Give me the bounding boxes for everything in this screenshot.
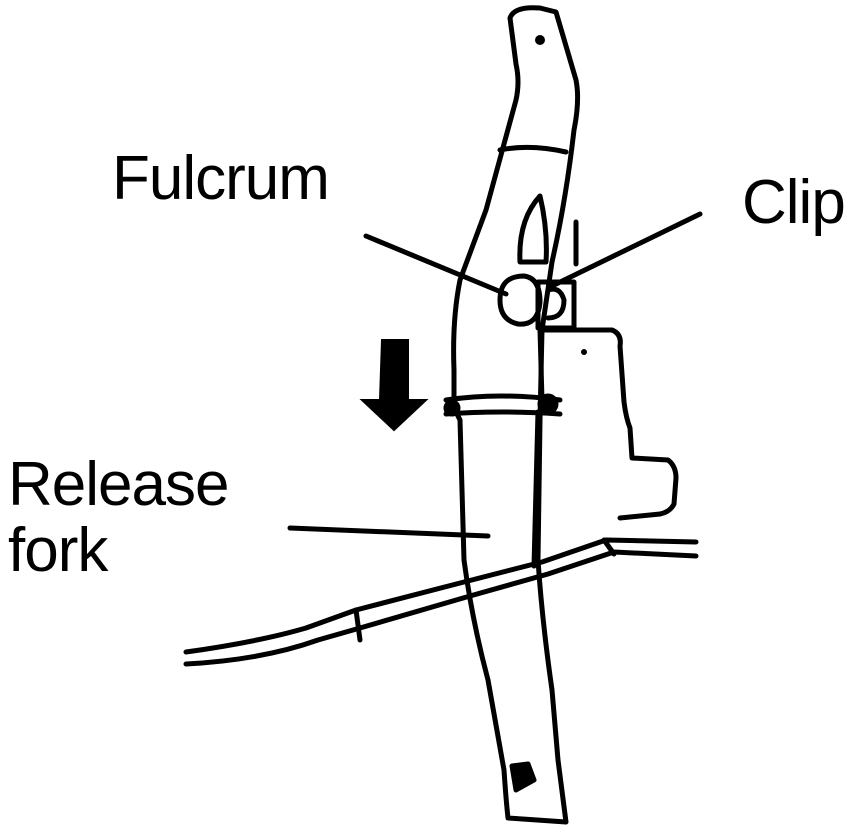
clip-leader [549, 211, 703, 289]
fork-tip-notch [509, 761, 537, 793]
release-fork-label-line-1: Release [8, 450, 229, 519]
release-fork [451, 5, 581, 825]
clip-pin [537, 327, 545, 403]
housing-bracket [537, 327, 679, 521]
release-fork-label-line-2: fork [8, 516, 108, 585]
fulcrum-ball [497, 273, 543, 327]
fork-inner-edge [531, 409, 541, 569]
shaft-segment-mark-1 [353, 607, 363, 643]
shaft-upper-edge [183, 537, 699, 655]
shaft-segment-mark-2 [601, 537, 617, 557]
down-arrow [359, 339, 429, 432]
release-fork-leader [287, 525, 491, 539]
fulcrum-leader [363, 233, 509, 297]
housing-dot [581, 349, 587, 355]
collar-left-knob [443, 399, 461, 417]
release-fork-label: Release fork [8, 450, 229, 585]
shaft-lower-edge [183, 549, 699, 667]
clip-label: Clip [742, 168, 846, 237]
fork-upper-band [497, 144, 569, 155]
fork-top-hole [535, 35, 545, 45]
fulcrum-label: Fulcrum [112, 144, 330, 213]
fork-recess [517, 193, 549, 265]
